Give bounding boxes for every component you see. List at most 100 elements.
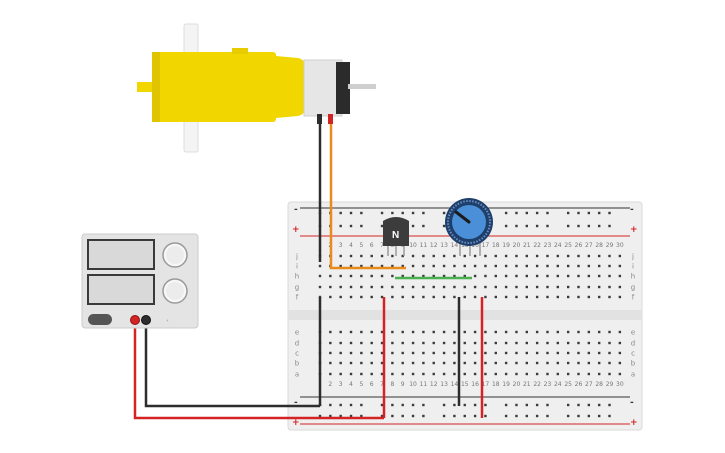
hole-i-30[interactable] (618, 264, 622, 268)
hole-j-5[interactable] (360, 254, 363, 258)
rail-hole-0-18[interactable] (504, 211, 508, 215)
hole-b-8[interactable] (391, 361, 394, 365)
hole-j-9[interactable] (401, 254, 404, 258)
hole-h-5[interactable] (360, 274, 363, 278)
hole-e-20[interactable] (515, 330, 518, 334)
hole-i-9[interactable] (401, 264, 404, 268)
hole-a-21[interactable] (525, 372, 528, 376)
hole-a-30[interactable] (618, 372, 622, 376)
hole-j-25[interactable] (566, 254, 570, 258)
rail-hole-3-27[interactable] (597, 414, 601, 418)
hole-i-8[interactable] (391, 264, 394, 268)
hole-b-25[interactable] (566, 361, 570, 365)
rail-hole-2-24[interactable] (566, 403, 570, 407)
hole-c-5[interactable] (360, 351, 363, 355)
hole-f-23[interactable] (546, 295, 549, 299)
hole-g-24[interactable] (556, 285, 560, 289)
hole-h-29[interactable] (608, 274, 611, 278)
rail-hole-2-19[interactable] (515, 403, 518, 407)
rail-hole-1-20[interactable] (525, 224, 528, 228)
rail-hole-2-4[interactable] (360, 403, 363, 407)
hole-h-13[interactable] (442, 274, 446, 278)
hole-i-6[interactable] (370, 264, 373, 268)
rail-hole-0-12[interactable] (442, 211, 446, 215)
hole-b-6[interactable] (370, 361, 373, 365)
hole-g-15[interactable] (463, 285, 466, 289)
hole-h-24[interactable] (556, 274, 560, 278)
hole-f-12[interactable] (432, 295, 435, 299)
hole-i-4[interactable] (349, 264, 353, 268)
rail-hole-1-10[interactable] (422, 224, 425, 228)
hole-d-12[interactable] (432, 341, 435, 345)
hole-d-28[interactable] (597, 341, 601, 345)
hole-a-25[interactable] (566, 372, 570, 376)
rail-hole-0-9[interactable] (411, 211, 415, 215)
hole-b-30[interactable] (618, 361, 622, 365)
hole-c-22[interactable] (535, 351, 539, 355)
hole-b-23[interactable] (546, 361, 549, 365)
hole-g-27[interactable] (587, 285, 591, 289)
hole-i-21[interactable] (525, 264, 528, 268)
rail-hole-2-7[interactable] (391, 403, 394, 407)
hole-f-25[interactable] (566, 295, 570, 299)
hole-g-11[interactable] (422, 285, 425, 289)
hole-c-3[interactable] (339, 351, 342, 355)
hole-b-3[interactable] (339, 361, 342, 365)
hole-f-6[interactable] (370, 295, 373, 299)
hole-h-7[interactable] (380, 274, 384, 278)
hole-i-20[interactable] (515, 264, 518, 268)
hole-g-22[interactable] (535, 285, 539, 289)
hole-f-30[interactable] (618, 295, 622, 299)
rail-hole-2-20[interactable] (525, 403, 528, 407)
hole-c-27[interactable] (587, 351, 591, 355)
rail-hole-2-6[interactable] (380, 403, 384, 407)
hole-d-27[interactable] (587, 341, 591, 345)
rail-hole-3-19[interactable] (515, 414, 518, 418)
hole-c-7[interactable] (380, 351, 384, 355)
hole-e-7[interactable] (380, 330, 384, 334)
hole-h-19[interactable] (504, 274, 508, 278)
hole-d-19[interactable] (504, 341, 508, 345)
hole-a-14[interactable] (453, 372, 456, 376)
hole-e-21[interactable] (525, 330, 528, 334)
hole-g-25[interactable] (566, 285, 570, 289)
hole-h-4[interactable] (349, 274, 353, 278)
hole-a-26[interactable] (577, 372, 580, 376)
hole-b-15[interactable] (463, 361, 466, 365)
hole-d-20[interactable] (515, 341, 518, 345)
hole-j-17[interactable] (484, 254, 487, 258)
rail-hole-2-1[interactable] (329, 403, 332, 407)
hole-a-27[interactable] (587, 372, 591, 376)
hole-i-25[interactable] (566, 264, 570, 268)
rail-hole-1-4[interactable] (360, 224, 363, 228)
hole-d-15[interactable] (463, 341, 466, 345)
hole-e-12[interactable] (432, 330, 435, 334)
hole-i-29[interactable] (608, 264, 611, 268)
rail-hole-3-1[interactable] (329, 414, 332, 418)
hole-d-25[interactable] (566, 341, 570, 345)
hole-e-26[interactable] (577, 330, 580, 334)
rail-hole-1-26[interactable] (587, 224, 591, 228)
hole-i-15[interactable] (463, 264, 466, 268)
rail-hole-3-0[interactable] (318, 414, 322, 418)
rail-hole-2-21[interactable] (535, 403, 539, 407)
hole-c-12[interactable] (432, 351, 435, 355)
dc-gear-motor[interactable] (137, 23, 376, 153)
hole-f-15[interactable] (463, 295, 466, 299)
rail-hole-3-2[interactable] (339, 414, 342, 418)
hole-i-7[interactable] (380, 264, 384, 268)
rail-hole-2-28[interactable] (608, 403, 611, 407)
hole-f-22[interactable] (535, 295, 539, 299)
hole-g-3[interactable] (339, 285, 342, 289)
potentiometer[interactable] (445, 198, 493, 256)
hole-g-20[interactable] (515, 285, 518, 289)
hole-e-11[interactable] (422, 330, 425, 334)
hole-f-7[interactable] (380, 295, 384, 299)
hole-a-8[interactable] (391, 372, 394, 376)
hole-h-22[interactable] (535, 274, 539, 278)
rail-hole-0-28[interactable] (608, 211, 611, 215)
rail-hole-2-2[interactable] (339, 403, 342, 407)
rail-hole-2-26[interactable] (587, 403, 591, 407)
hole-j-23[interactable] (546, 254, 549, 258)
hole-e-23[interactable] (546, 330, 549, 334)
